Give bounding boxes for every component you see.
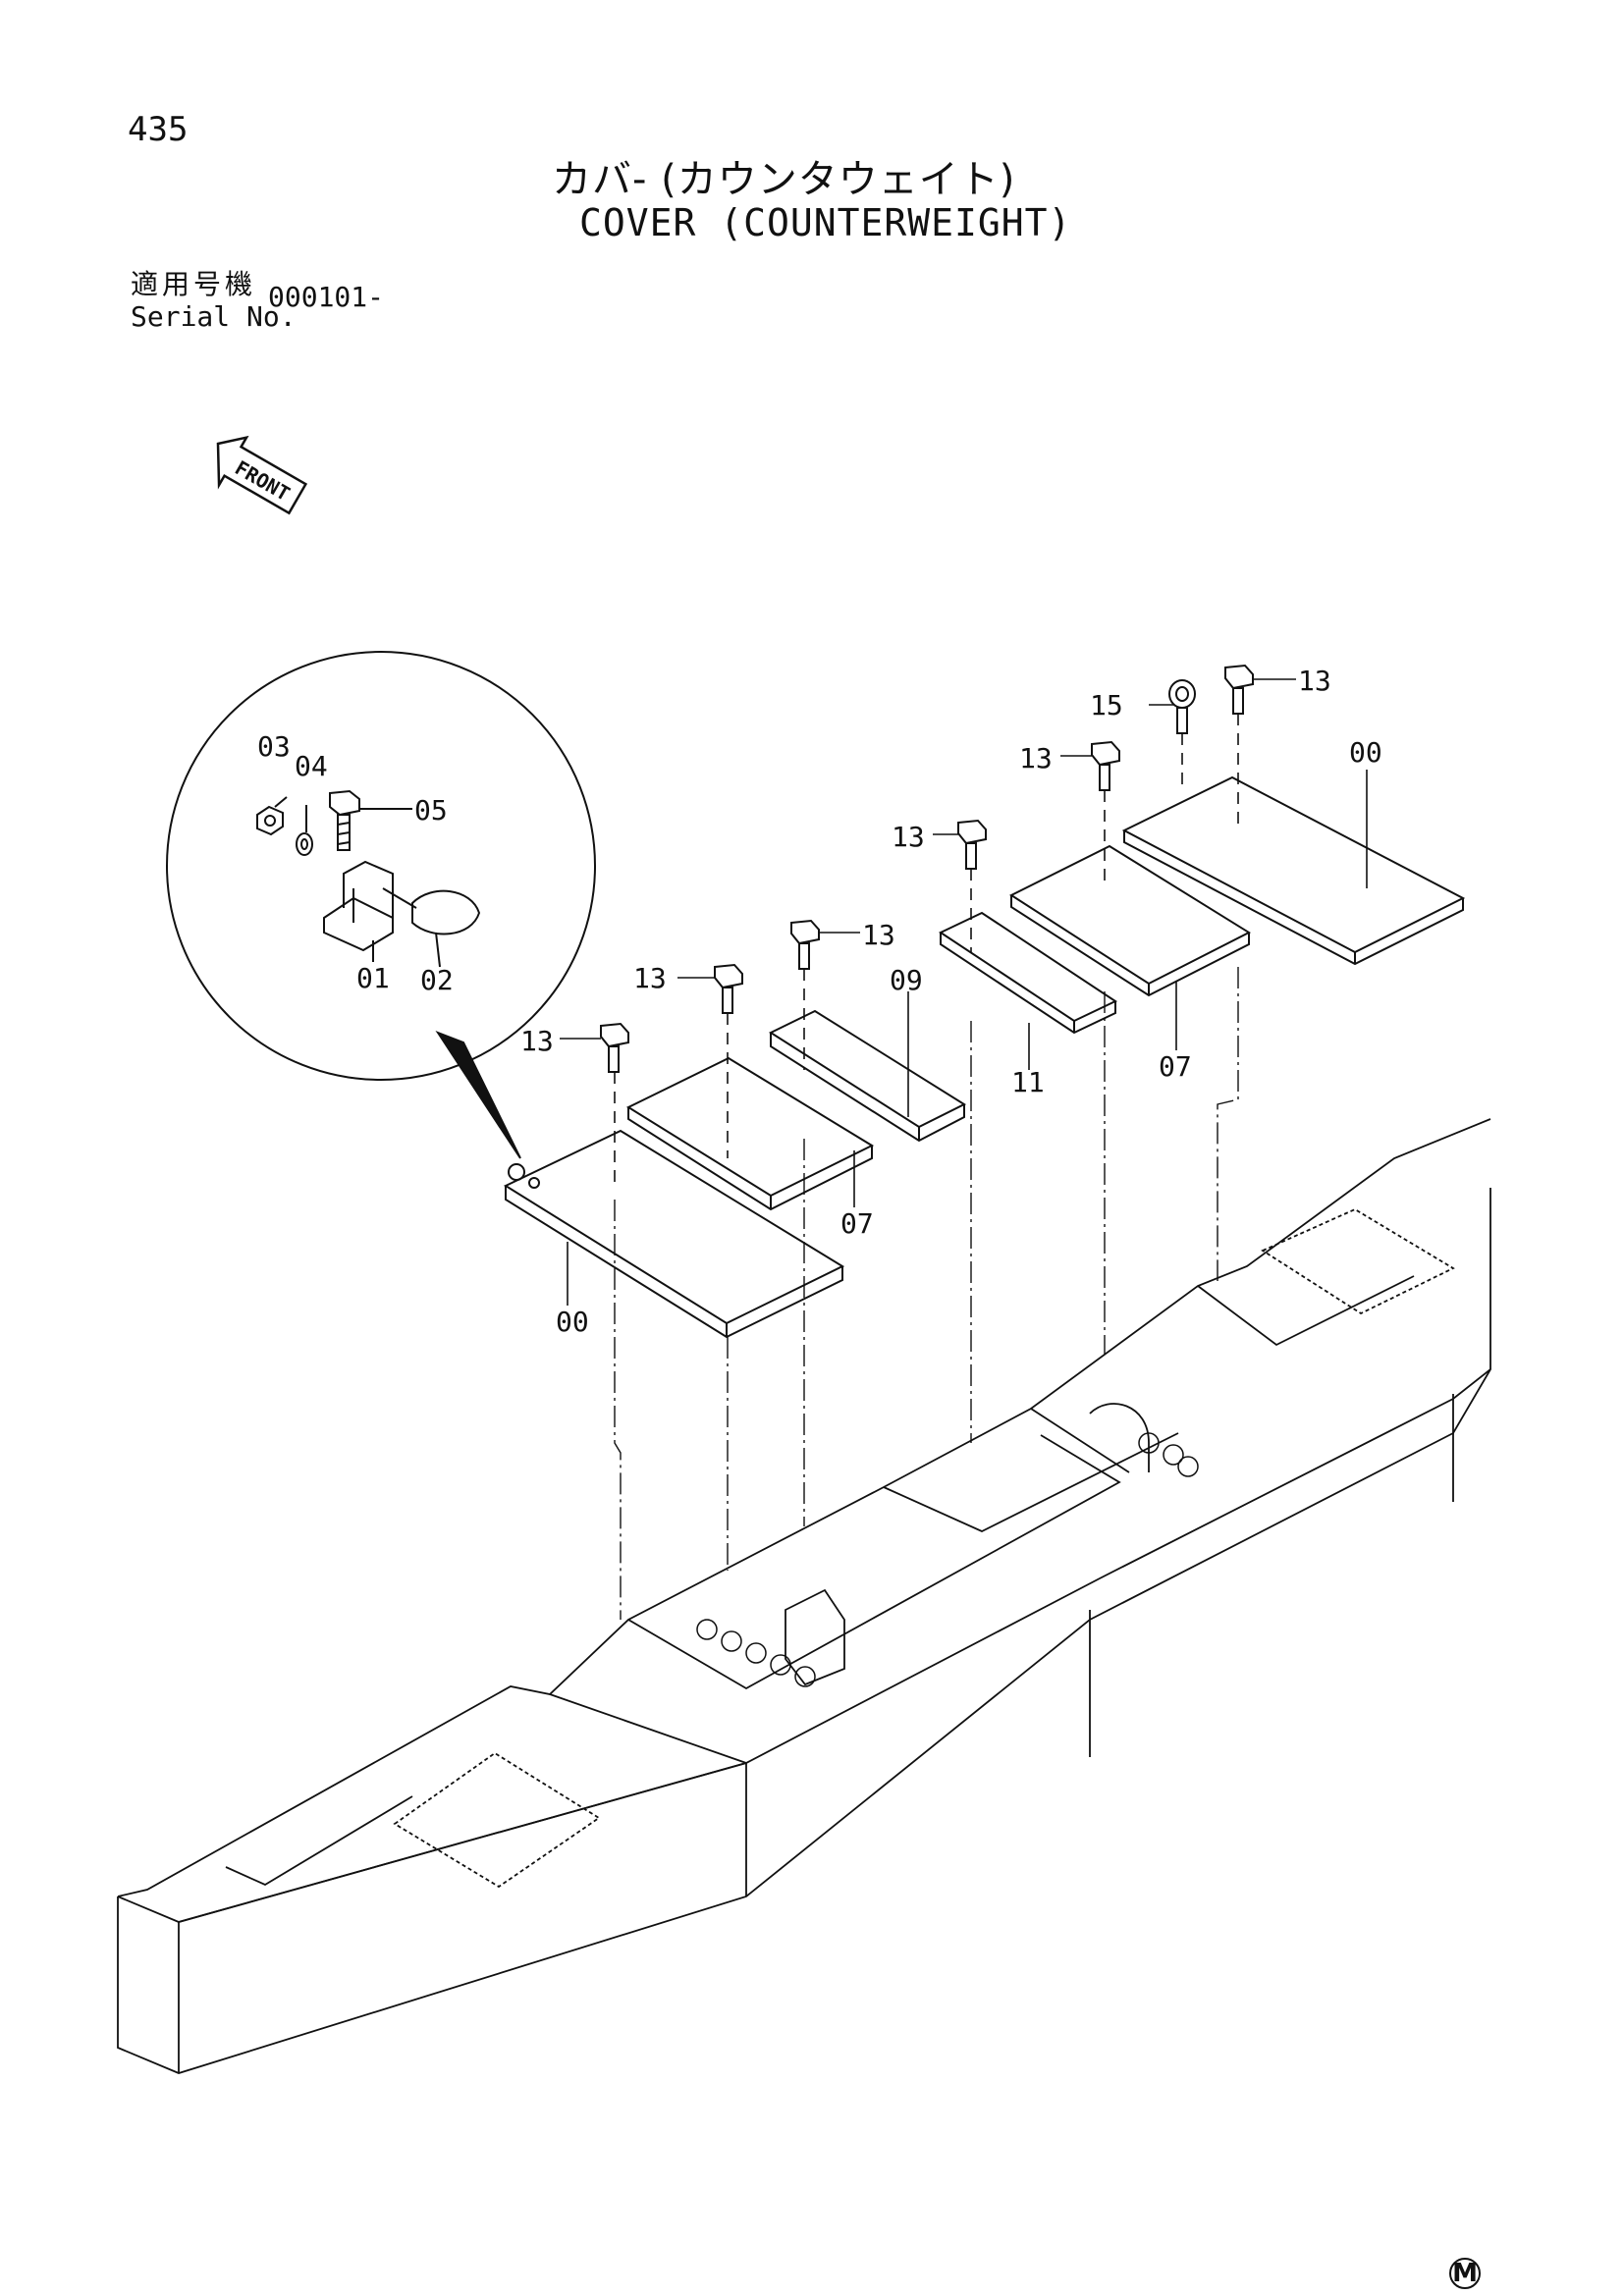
- callout-13-e: 13: [633, 962, 667, 994]
- callout-11: 11: [1011, 1066, 1045, 1098]
- counterweight-frame: [117, 1118, 1491, 2074]
- detail-pointer: [435, 1030, 521, 1159]
- page-title-en: COVER (COUNTERWEIGHT): [579, 201, 1072, 244]
- callout-13-c: 13: [892, 821, 925, 853]
- bracket-icon: [323, 860, 394, 952]
- serial-label-en: Serial No.: [131, 300, 297, 333]
- bolt-13-d-icon: [957, 819, 987, 870]
- cover-plate-00-right: [1121, 775, 1466, 966]
- callout-00-left: 00: [556, 1306, 589, 1338]
- detail-circle: [166, 651, 596, 1081]
- callout-01: 01: [356, 962, 390, 994]
- callout-00-right: 00: [1349, 736, 1382, 769]
- eyebolt-15-icon: [1168, 679, 1196, 734]
- callout-07-right: 07: [1159, 1050, 1192, 1083]
- washer-icon: [296, 832, 313, 856]
- bolt-13-e-icon: [1091, 740, 1120, 791]
- callout-13-f: 13: [520, 1025, 554, 1057]
- callout-15: 15: [1090, 689, 1123, 721]
- bolt-icon: [329, 789, 360, 851]
- page-number: 435: [128, 110, 189, 149]
- callout-03: 03: [257, 730, 291, 763]
- bolt-13-a-icon: [600, 1022, 629, 1073]
- callout-04: 04: [295, 750, 328, 782]
- nut-icon: [256, 805, 284, 836]
- callout-13-b: 13: [1019, 742, 1053, 774]
- cover-plate-07-left: [625, 1056, 875, 1211]
- serial-label-jp: 適用号機: [131, 268, 257, 300]
- cover-plate-11: [938, 911, 1118, 1035]
- callout-13-top: 13: [1298, 665, 1331, 697]
- callout-09: 09: [890, 964, 923, 996]
- serial-value: 000101-: [268, 281, 385, 313]
- page-title-jp: カバ- (カウンタウェイト): [552, 157, 1016, 202]
- bolt-13-b-icon: [714, 963, 743, 1014]
- callout-13-d: 13: [862, 919, 895, 951]
- cover-plate-00-left: [503, 1129, 845, 1339]
- stopper-icon: [382, 887, 481, 935]
- callout-02: 02: [420, 964, 454, 996]
- cover-plate-09: [768, 1009, 967, 1143]
- callout-07-left: 07: [840, 1207, 874, 1240]
- footer-mark: M: [1449, 2258, 1481, 2289]
- front-arrow-icon: FRONT: [216, 435, 308, 515]
- bolt-13-c-icon: [790, 919, 820, 970]
- bolt-13-f-icon: [1224, 664, 1254, 715]
- callout-05: 05: [414, 794, 448, 827]
- cover-plate-07-right: [1008, 844, 1252, 997]
